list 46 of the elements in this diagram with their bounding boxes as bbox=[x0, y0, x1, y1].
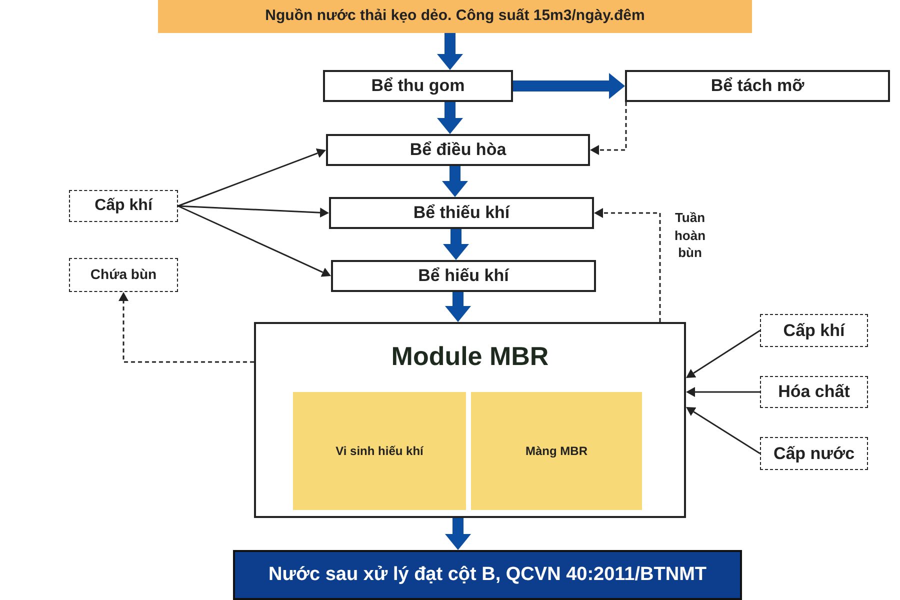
node-label: Nguồn nước thải kẹo dẻo. Công suất 15m3/ngày.đêm bbox=[264, 7, 646, 26]
node-label: Vi sinh hiếu khí bbox=[334, 444, 425, 458]
node-label: Nước sau xử lý đạt cột B, QCVN 40:2011/BTNMT bbox=[267, 563, 708, 587]
input-box bbox=[760, 376, 868, 408]
node-label: Bể hiếu khí bbox=[417, 265, 510, 287]
flow-arrow bbox=[442, 166, 468, 197]
process-box bbox=[331, 260, 596, 292]
input-box bbox=[760, 437, 868, 470]
process-box bbox=[625, 70, 890, 102]
flow-arrow bbox=[437, 33, 463, 70]
arrow bbox=[686, 330, 760, 378]
dashed-arrow bbox=[118, 292, 254, 363]
flow-arrow bbox=[445, 292, 471, 322]
flow-arrow bbox=[437, 102, 463, 134]
flow-arrow bbox=[443, 229, 469, 260]
process-box bbox=[323, 70, 513, 102]
node-label: Bể thiếu khí bbox=[412, 202, 511, 224]
node-label: Màng MBR bbox=[524, 444, 588, 458]
output-box bbox=[233, 550, 742, 600]
source-box bbox=[158, 0, 752, 33]
dashed-arrow bbox=[590, 102, 627, 155]
node-label: Module MBR bbox=[390, 340, 550, 372]
arrow bbox=[686, 387, 760, 397]
process-box bbox=[326, 134, 590, 166]
arrow bbox=[178, 148, 326, 207]
flow-arrow bbox=[513, 73, 625, 99]
node-label: Hóa chất bbox=[777, 381, 851, 403]
node-label: Bể tách mỡ bbox=[710, 75, 806, 97]
module-box bbox=[254, 322, 686, 518]
flow-arrow bbox=[445, 518, 471, 550]
arrow bbox=[178, 205, 331, 277]
node-label: Bể thu gom bbox=[370, 75, 466, 97]
arrow bbox=[686, 407, 760, 454]
dashed-arrow bbox=[594, 208, 661, 322]
process-box bbox=[329, 197, 594, 229]
arrow bbox=[178, 205, 329, 218]
node-label: Chứa bùn bbox=[89, 266, 158, 284]
input-box bbox=[69, 190, 178, 222]
process-box bbox=[471, 392, 642, 510]
node-label: Cấp khí bbox=[782, 320, 846, 342]
node-label: Bể điều hòa bbox=[408, 139, 508, 161]
node-label: Cấp nước bbox=[772, 442, 856, 464]
process-box bbox=[293, 392, 466, 510]
input-box bbox=[760, 314, 868, 347]
sludge-box bbox=[69, 258, 178, 292]
node-label: Cấp khí bbox=[94, 196, 154, 216]
